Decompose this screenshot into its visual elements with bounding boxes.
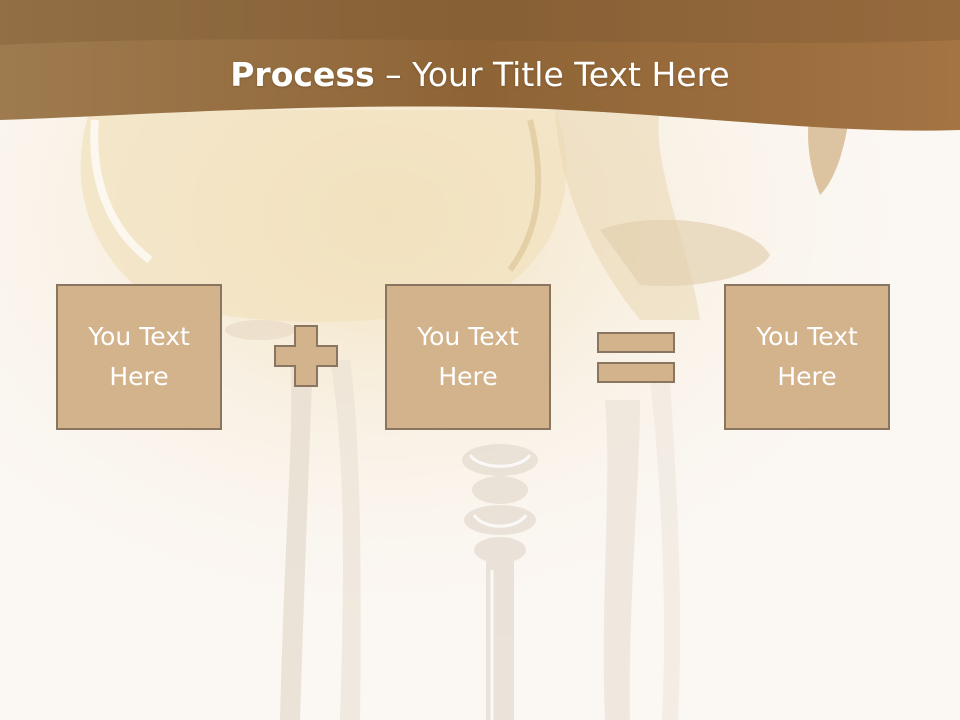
slide-title: Process – Your Title Text Here bbox=[0, 52, 960, 98]
equals-icon bbox=[597, 332, 675, 383]
title-strong: Process bbox=[230, 55, 375, 94]
process-box-2-text: You Text Here bbox=[417, 322, 519, 391]
process-box-1-text: You Text Here bbox=[88, 322, 190, 391]
process-box-3-text: You Text Here bbox=[756, 322, 858, 391]
process-box-3[interactable]: You Text Here bbox=[724, 284, 890, 430]
plus-icon bbox=[274, 325, 338, 387]
process-box-2[interactable]: You Text Here bbox=[385, 284, 551, 430]
title-rest: – Your Title Text Here bbox=[374, 55, 730, 94]
process-box-1[interactable]: You Text Here bbox=[56, 284, 222, 430]
